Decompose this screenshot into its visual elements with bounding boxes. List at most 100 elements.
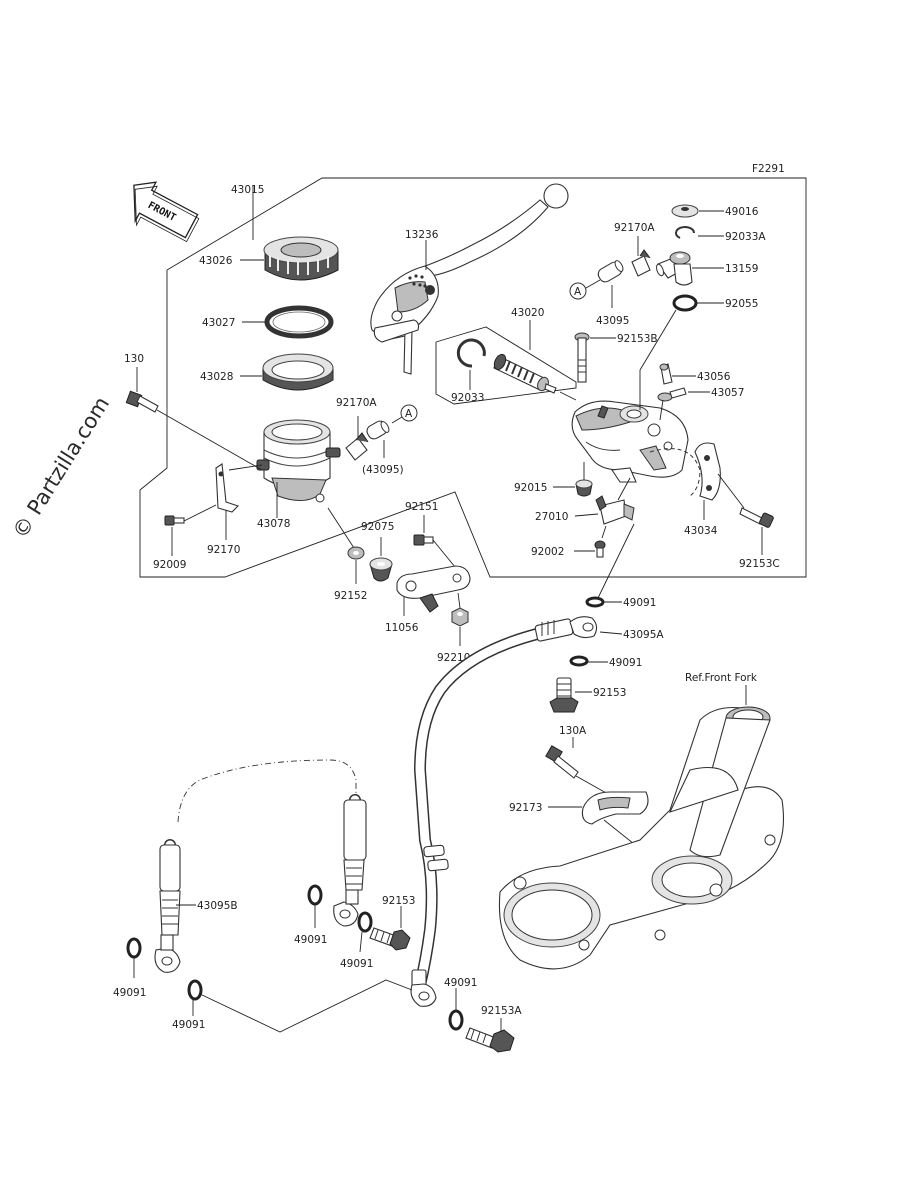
hose-piece-right (597, 260, 624, 283)
label-92170A-right: 92170A (614, 222, 655, 234)
leader-27010 (574, 513, 599, 517)
bleeder-cap-43057 (657, 387, 687, 402)
label-92033: 92033 (451, 392, 484, 404)
tank-to-collar-line (327, 507, 355, 549)
bracket-to-nut-line (457, 592, 461, 609)
watermark: © Partzilla.com (8, 392, 114, 542)
bushing-92075 (369, 557, 393, 582)
label-92075: 92075 (361, 521, 394, 533)
bush-92015 (575, 479, 593, 497)
washer-49091-lower-1 (126, 937, 142, 959)
brake-switch-27010 (595, 495, 635, 525)
reservoir-cap (263, 236, 339, 281)
bolt-92151 (413, 534, 434, 546)
label-43028: 43028 (200, 371, 233, 383)
label-92153-b: 92153 (382, 895, 415, 907)
label-27010: 27010 (535, 511, 568, 523)
washer-49091-lower-2 (187, 979, 203, 1001)
label-43078: 43078 (257, 518, 290, 530)
label-49091-f: 49091 (340, 958, 373, 970)
hose-clamp-right (631, 249, 651, 277)
banjo-bolt-92153-top (549, 677, 579, 713)
washer-49091-mid (569, 655, 589, 667)
ref-front-fork-label: Ref.Front Fork (685, 672, 758, 684)
piston-to-body-line (559, 391, 577, 401)
hose-guide-92173 (581, 791, 649, 825)
label-92173: 92173 (509, 802, 542, 814)
callout-A-left-line (391, 416, 403, 424)
o-ring-to-body-line (639, 309, 677, 371)
label-49016: 49016 (725, 206, 759, 218)
snap-ring-92033 (456, 338, 486, 368)
label-92170A-left: 92170A (336, 397, 377, 409)
callout-A-right-line (585, 279, 601, 289)
label-49091-d: 49091 (172, 1019, 205, 1031)
label-43095-paren: (43095) (362, 464, 404, 476)
label-130: 130 (124, 353, 144, 365)
brake-hose-left (154, 839, 181, 973)
o-ring-92055 (672, 294, 698, 312)
snap-ring-92033A (675, 226, 695, 239)
label-13236: 13236 (405, 229, 439, 241)
label-43026: 43026 (199, 255, 233, 267)
bolt-130A (545, 745, 579, 779)
leader-43095A (599, 631, 623, 635)
hose-grommet-1 (423, 844, 445, 858)
label-92153C: 92153C (739, 558, 780, 570)
label-92033A: 92033A (725, 231, 766, 243)
hose-clamp-left (345, 432, 369, 461)
reservoir-plate (264, 305, 334, 339)
hose-routing-dashed (177, 759, 357, 823)
callout-A-right: A (569, 282, 587, 300)
collar-92152 (347, 546, 365, 560)
washer-49091-lower-4 (357, 911, 373, 933)
label-43034: 43034 (684, 525, 718, 537)
bleeder-valve-43056 (659, 363, 673, 385)
label-92009: 92009 (153, 559, 186, 571)
banjo-bolt-92153A (465, 1027, 515, 1053)
svg-text:A: A (574, 286, 582, 298)
label-43095B: 43095B (197, 900, 238, 912)
hose-grommet-2 (427, 858, 449, 872)
label-11056: 11056 (385, 622, 419, 634)
label-130A: 130A (559, 725, 587, 737)
handlebar-clamp (649, 442, 721, 501)
label-92002: 92002 (531, 546, 564, 558)
bolt-92153C (739, 507, 774, 528)
bolt-130-to-tank-line (156, 409, 263, 471)
hose-piece-left (366, 420, 390, 440)
front-fork-upper-clamp (498, 706, 785, 970)
label-43015: 43015 (231, 184, 264, 196)
cap-49016 (671, 204, 699, 218)
callout-A-left: A (400, 404, 418, 422)
label-49091-c: 49091 (113, 987, 146, 999)
label-92015: 92015 (514, 482, 547, 494)
piston-kit-outline (435, 326, 577, 405)
banjo-bolt-92153-lower (369, 927, 411, 951)
label-13159: 13159 (725, 263, 758, 275)
bracket-to-tank-line (228, 464, 263, 471)
label-49091-e: 49091 (294, 934, 327, 946)
hose-banjo-bottom (410, 969, 437, 1007)
label-43095A: 43095A (623, 629, 664, 641)
washer-49091-lower-5 (448, 1009, 464, 1031)
label-43057: 43057 (711, 387, 744, 399)
label-49091-b: 49091 (609, 657, 642, 669)
bracket-92170 (215, 463, 240, 513)
label-92152: 92152 (334, 590, 367, 602)
master-cylinder-body (571, 400, 689, 483)
label-92055: 92055 (725, 298, 758, 310)
bolt-to-guide-line (575, 775, 609, 795)
bracket-11056 (396, 565, 471, 613)
pivot-bolt-92153B (574, 332, 590, 383)
screw-92002 (594, 540, 606, 558)
brake-lever (370, 183, 569, 375)
reservoir-diaphragm (262, 353, 334, 391)
label-43095: 43095 (596, 315, 629, 327)
label-92153-a: 92153 (593, 687, 626, 699)
switch-to-body-line (617, 477, 631, 501)
hose-banjo-top (534, 616, 598, 642)
label-92151: 92151 (405, 501, 438, 513)
label-49091-g: 49091 (444, 977, 477, 989)
nut-92210 (451, 607, 469, 627)
